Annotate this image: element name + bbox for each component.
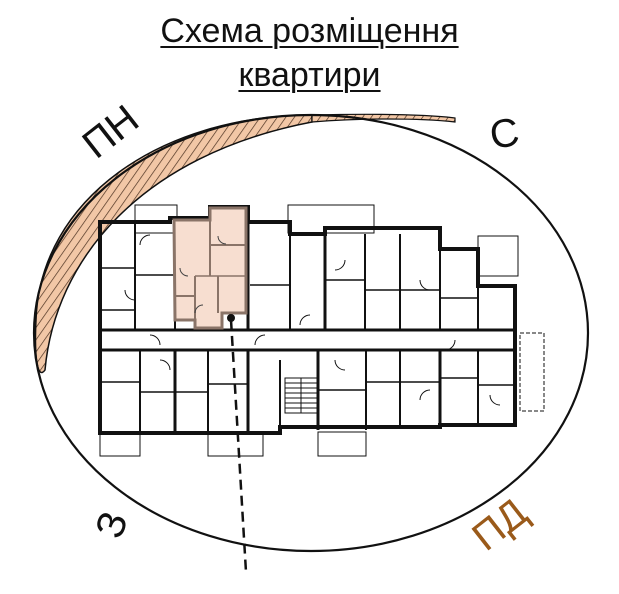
staircase bbox=[284, 377, 318, 414]
page-title-line-1: Схема розміщення bbox=[0, 14, 619, 48]
orientation-ellipse bbox=[32, 113, 590, 553]
highlighted-apartment bbox=[172, 206, 248, 330]
building-floor-plan bbox=[98, 204, 545, 457]
orientation-dashed-line bbox=[229, 319, 248, 573]
entrance-marker bbox=[227, 314, 235, 322]
page-title-line-2: квартири bbox=[0, 58, 619, 92]
title-text-2: квартири bbox=[238, 56, 381, 94]
title-text-1: Схема розміщення bbox=[160, 12, 459, 50]
